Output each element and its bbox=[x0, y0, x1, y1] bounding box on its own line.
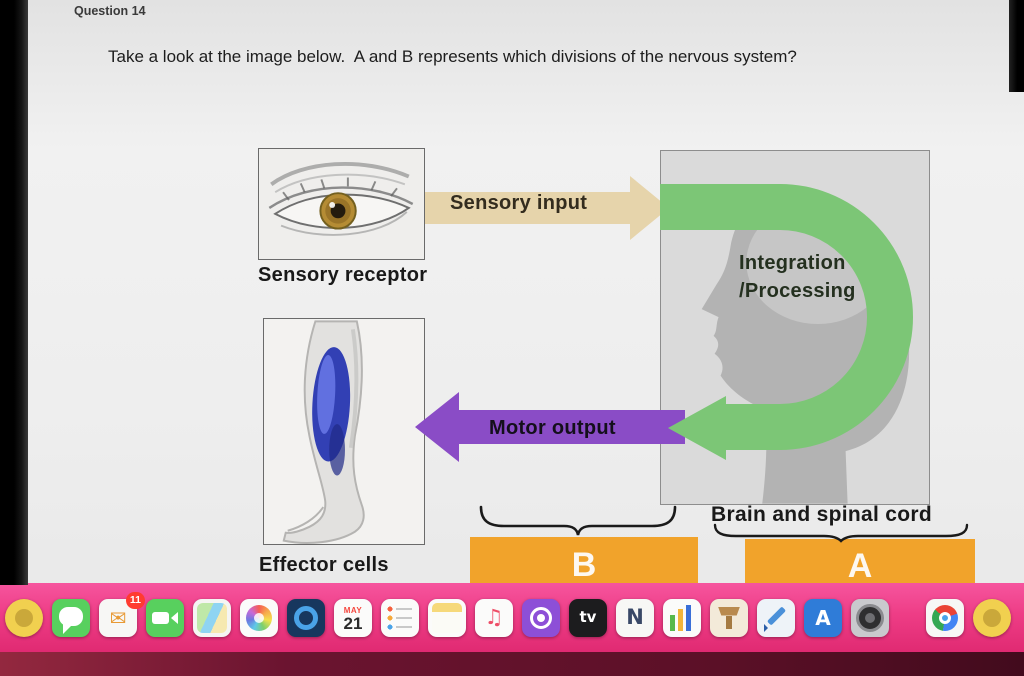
music-glyph: ♫ bbox=[484, 605, 504, 629]
eye-illustration bbox=[259, 149, 424, 259]
mail-glyph: ✉ bbox=[109, 605, 127, 630]
leg-muscle-illustration bbox=[264, 319, 424, 544]
brain-spinal-cord-image bbox=[660, 150, 930, 505]
dock-icon-pages[interactable] bbox=[757, 598, 795, 637]
dock-icon-messages[interactable] bbox=[52, 598, 90, 637]
screen-bottom-bezel bbox=[0, 652, 1024, 676]
app-store-glyph: A bbox=[815, 605, 831, 630]
sensory-receptor-label: Sensory receptor bbox=[258, 264, 428, 286]
apple-tv-glyph: tv bbox=[579, 608, 597, 626]
sensory-receptor-image bbox=[258, 148, 425, 260]
brace-a bbox=[713, 523, 969, 543]
effector-cells-label: Effector cells bbox=[259, 554, 389, 576]
dock-icon-music[interactable]: ♫ bbox=[475, 598, 513, 637]
dock-icon-maps[interactable] bbox=[193, 598, 231, 637]
calendar-month: MAY bbox=[343, 606, 363, 615]
dock-icon-app-right-partial[interactable] bbox=[973, 598, 1011, 637]
dock-icon-camera-lens-app[interactable] bbox=[851, 598, 889, 637]
calendar-day: 21 bbox=[343, 614, 363, 633]
question-text: Take a look at the image below. A and B … bbox=[108, 47, 797, 66]
screen-right-bezel bbox=[1009, 0, 1024, 92]
dock-icon-photos[interactable] bbox=[240, 598, 278, 637]
answer-box-b-label: B bbox=[571, 546, 597, 584]
dock-icon-apple-tv[interactable]: tv bbox=[569, 598, 607, 637]
notification-badge: 11 bbox=[125, 591, 145, 609]
brace-b bbox=[479, 505, 677, 536]
integration-label: Integration /Processing bbox=[739, 252, 856, 302]
dock-icon-facetime[interactable] bbox=[146, 598, 184, 637]
dock-icon-app-blue-circle[interactable] bbox=[287, 598, 325, 637]
motor-output-label: Motor output bbox=[489, 417, 616, 439]
dock-icon-reminders[interactable] bbox=[381, 598, 419, 637]
dock-icon-stocks-chart[interactable] bbox=[663, 598, 701, 637]
dock-icon-app-left-partial[interactable] bbox=[5, 598, 43, 637]
effector-cells-image bbox=[263, 318, 425, 545]
dock-icon-news[interactable]: N bbox=[616, 598, 654, 637]
dock-icon-mail[interactable]: ✉11 bbox=[99, 591, 145, 637]
question-number: Question 14 bbox=[74, 4, 146, 18]
dock-icon-notes[interactable] bbox=[428, 598, 466, 637]
screen-left-bezel bbox=[0, 0, 28, 585]
dock-icon-app-store[interactable]: A bbox=[804, 598, 842, 637]
dock-icon-browser[interactable] bbox=[926, 598, 964, 637]
dock-icon-podcasts[interactable] bbox=[522, 598, 560, 637]
dock-icon-keynote[interactable] bbox=[710, 598, 748, 637]
answer-box-a-label: A bbox=[847, 547, 873, 585]
news-glyph: N bbox=[626, 605, 644, 629]
sensory-input-label: Sensory input bbox=[450, 192, 588, 214]
brain-spinal-label: Brain and spinal cord bbox=[711, 503, 933, 526]
head-silhouette-illustration bbox=[661, 151, 929, 504]
